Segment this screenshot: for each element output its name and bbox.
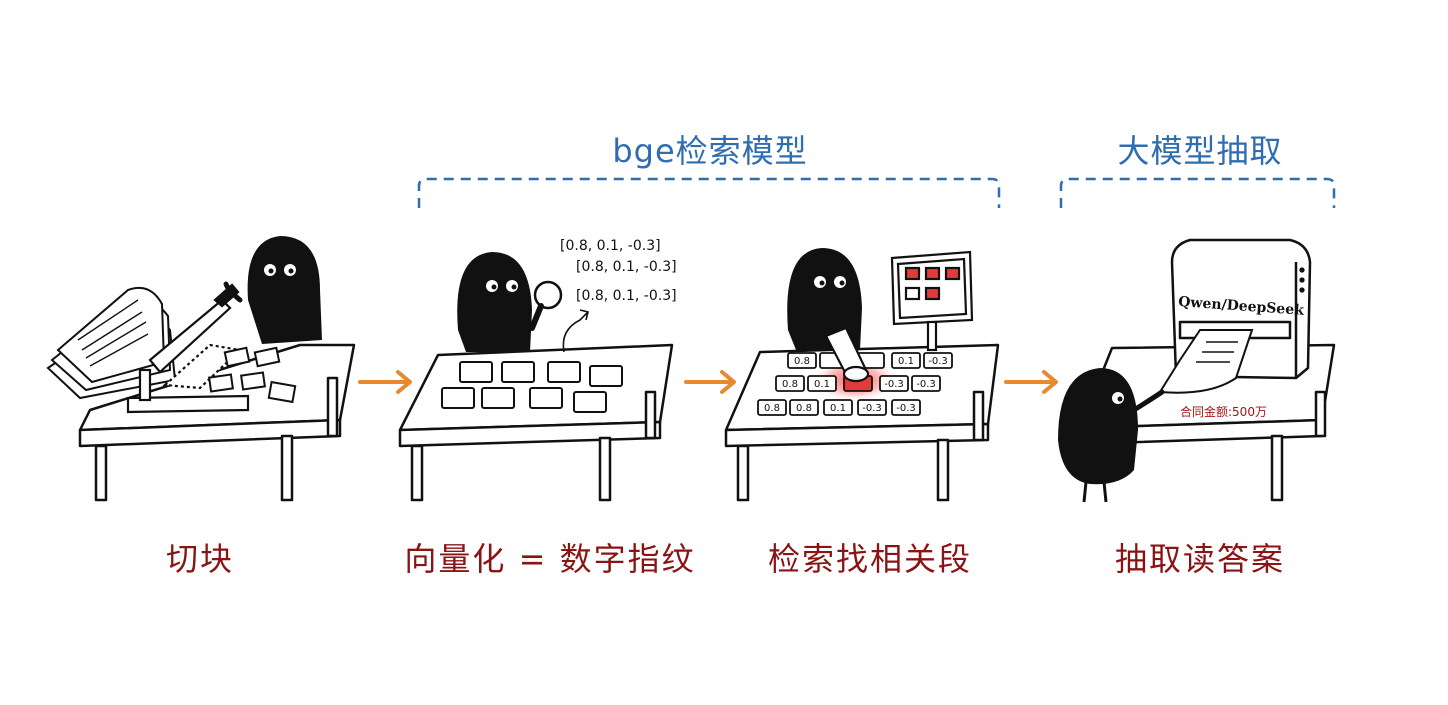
grid-cell — [879, 375, 909, 392]
grid-cell — [787, 352, 817, 369]
vector-text-3: [0.8, 0.1, -0.3] — [576, 288, 677, 304]
grid-cell-value: -0.3 — [928, 356, 948, 367]
step-label-extract: 抽取读答案 — [1114, 540, 1285, 578]
vector-cards — [441, 361, 623, 413]
step-label-retrieve: 检索找相关段 — [767, 540, 972, 578]
group-label-retrieval: bge检索模型 — [612, 132, 808, 170]
grid-cell-value: 0.1 — [830, 403, 846, 414]
grid-cell — [857, 399, 887, 416]
grid-cell-value: 0.1 — [898, 356, 914, 367]
grid-cell-value: -0.3 — [884, 379, 904, 390]
magnifier-icon — [529, 280, 563, 331]
character-extract — [1058, 368, 1165, 503]
arrow-3-icon — [1004, 370, 1058, 394]
cut-chunks-icon — [208, 346, 297, 404]
grid-cell — [807, 375, 837, 392]
vector-text-2: [0.8, 0.1, -0.3] — [576, 259, 677, 275]
character-vectorize — [457, 252, 532, 352]
table-vectorize — [398, 343, 674, 502]
step-label-chunking: 切块 — [165, 540, 234, 578]
grid-cell-value: 0.8 — [764, 403, 780, 414]
character-retrieve — [787, 248, 862, 350]
grid-cell-value: 0.8 — [782, 379, 798, 390]
group-label-extraction: 大模型抽取 — [1117, 132, 1283, 170]
grid-cell — [823, 399, 853, 416]
grid-cell-value: 0.8 — [794, 356, 810, 367]
grid-cell — [911, 375, 941, 392]
paper-stack-icon — [46, 286, 177, 400]
grid-cell — [923, 352, 953, 369]
monitor-icon — [890, 250, 974, 352]
arrow-1-icon — [358, 370, 412, 394]
extraction-bracket — [1059, 177, 1336, 208]
step-label-vectorize: 向量化 = 数字指纹 — [404, 540, 696, 578]
grid-cell — [891, 352, 921, 369]
grid-cell — [757, 399, 787, 416]
scanner-icon — [824, 326, 870, 383]
grid-cell-value: 0.1 — [814, 379, 830, 390]
character-chunking — [223, 236, 322, 344]
vector-arrow-icon — [562, 309, 589, 353]
grid-cell-value: -0.3 — [896, 403, 916, 414]
vector-text-1: [0.8, 0.1, -0.3] — [560, 238, 661, 254]
retrieval-grid: 0.8 0.1 -0.3 0.8 0.1 -0.3 -0.3 0.8 0.8 0.1 -0.3 -0.… — [757, 352, 953, 416]
retrieval-bracket — [417, 177, 1001, 208]
grid-cell — [891, 399, 921, 416]
grid-cell — [775, 375, 805, 392]
grid-cell-value: -0.3 — [862, 403, 882, 414]
grid-cell-value: -0.3 — [916, 379, 936, 390]
grid-cell-value: 0.8 — [796, 403, 812, 414]
grid-cell — [789, 399, 819, 416]
arrow-2-icon — [684, 370, 736, 394]
paper-cutter-icon — [126, 283, 250, 414]
output-amount: 合同金额:500万 — [1180, 404, 1267, 419]
